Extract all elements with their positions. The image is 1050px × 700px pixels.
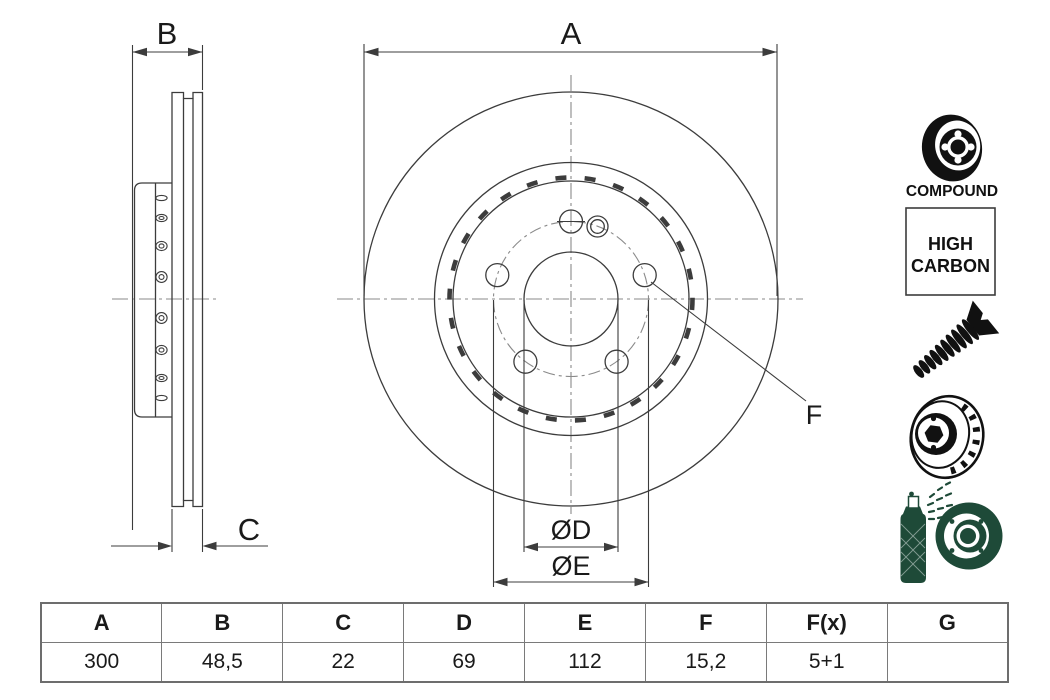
hub-edge-circle (452, 180, 690, 418)
value-c: 22 (282, 642, 405, 683)
hat-vent-holes (155, 194, 168, 402)
col-header-c: C (282, 602, 405, 643)
value-g (886, 642, 1009, 683)
dimension-d: ØD (523, 300, 619, 552)
value-b: 48,5 (161, 642, 284, 683)
bolt-hole (604, 349, 629, 374)
dim-label-f: F (806, 400, 823, 430)
dimension-e: ØE (492, 300, 650, 587)
dim-label-c: C (238, 512, 260, 547)
hub-serration-dashes (447, 175, 695, 423)
col-header-f: F (644, 602, 767, 643)
col-header-d: D (403, 602, 525, 643)
col-header-a: A (40, 602, 163, 643)
col-header-b: B (161, 602, 284, 643)
compound-label: COMPOUND (906, 183, 998, 200)
vented-disc-icon (909, 394, 985, 480)
dimensions-table: A B C D E F F(x) G 300 48,5 22 69 112 15… (40, 602, 1009, 683)
value-fx: 5+1 (765, 642, 888, 683)
bolt-hole (632, 262, 657, 288)
hat-outline (133, 182, 172, 418)
value-e: 112 (524, 642, 646, 683)
high-carbon-line2: CARBON (911, 256, 990, 276)
outer-diameter-circle (363, 91, 779, 507)
dim-label-diameter-d: ØD (551, 515, 592, 545)
compound-disc-icon (921, 114, 983, 182)
high-carbon-badge: HIGH CARBON (905, 207, 996, 296)
col-header-g: G (886, 602, 1009, 643)
friction-band-inner-circle (433, 161, 709, 437)
dimension-a: A (363, 16, 778, 296)
side-view: B C (111, 16, 268, 552)
value-f: 15,2 (644, 642, 767, 683)
spray-coating-icon (900, 481, 1003, 583)
dim-label-diameter-e: ØE (551, 551, 590, 581)
countersunk-screw-icon (913, 300, 1000, 378)
value-a: 300 (40, 642, 163, 683)
spray-mist (926, 481, 954, 521)
dimension-f: F (650, 281, 823, 430)
center-bore-circle (523, 251, 619, 347)
high-carbon-line1: HIGH (928, 234, 973, 254)
value-d: 69 (403, 642, 525, 683)
col-header-e: E (524, 602, 646, 643)
table-header-row: A B C D E F F(x) G (40, 602, 1009, 643)
dimension-c: C (111, 509, 268, 552)
col-header-fx: F(x) (765, 602, 888, 643)
dim-label-a: A (561, 16, 582, 51)
table-value-row: 300 48,5 22 69 112 15,2 5+1 (40, 642, 1009, 683)
dim-label-b: B (157, 16, 178, 51)
bolt-hole (485, 262, 510, 288)
front-view: A F ØD ØE (337, 16, 822, 587)
bolt-holes (485, 209, 657, 374)
bolt-circle (492, 220, 650, 378)
bolt-hole (513, 349, 538, 374)
pin-hole (586, 215, 609, 238)
dimension-b: B (132, 16, 204, 90)
